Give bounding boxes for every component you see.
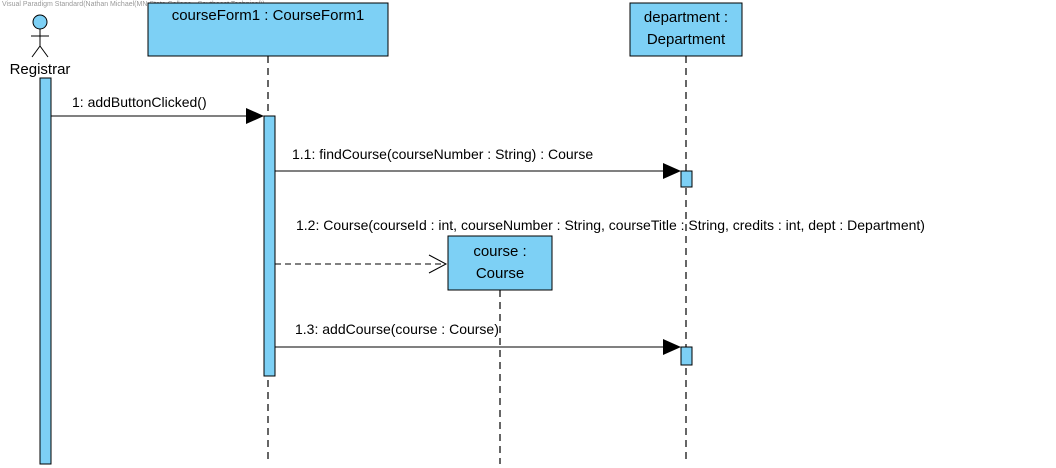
message-label: 1.1: findCourse(courseNumber : String) :… bbox=[292, 146, 593, 162]
message-create-course[interactable]: 1.2: Course(courseId : int, courseNumber… bbox=[275, 217, 925, 274]
message-label: 1.3: addCourse(course : Course) bbox=[295, 321, 499, 337]
message-add-course[interactable]: 1.3: addCourse(course : Course) bbox=[275, 321, 681, 355]
actor-head bbox=[32, 14, 48, 30]
activation-bar-department-1 bbox=[680, 170, 693, 188]
activation-bar-course-form bbox=[263, 115, 276, 377]
lifeline-label-course-2: Course bbox=[476, 265, 524, 282]
watermark: Visual Paradigm Standard(Nathan Michael(… bbox=[2, 1, 265, 8]
actor-activation-bar bbox=[39, 77, 52, 465]
activation-bar-department-2 bbox=[680, 346, 693, 366]
lifeline-head-course bbox=[447, 235, 553, 291]
lifeline-label-course-form: courseForm1 : CourseForm1 bbox=[172, 7, 365, 24]
arrow-head-open-icon bbox=[428, 254, 448, 274]
arrow-head-filled-icon bbox=[246, 108, 264, 124]
lifeline-label-department-1: department : bbox=[644, 9, 728, 26]
actor-right-leg bbox=[39, 45, 49, 58]
message-label: 1: addButtonClicked() bbox=[72, 94, 207, 110]
actor-registrar[interactable]: Registrar bbox=[10, 14, 71, 78]
lifeline-course[interactable]: course : Course bbox=[447, 235, 553, 464]
lifeline-head-department bbox=[629, 2, 743, 57]
lifeline-label-department-2: Department bbox=[647, 31, 726, 48]
actor-label: Registrar bbox=[10, 61, 71, 78]
arrow-head-filled-icon bbox=[663, 339, 681, 355]
lifeline-label-course-1: course : bbox=[473, 243, 526, 260]
lifeline-head-course-form bbox=[147, 2, 389, 57]
arrow-head-filled-icon bbox=[663, 163, 681, 179]
actor-left-leg bbox=[31, 45, 41, 58]
lifeline-department[interactable]: department : Department bbox=[629, 2, 743, 464]
message-add-button-clicked[interactable]: 1: addButtonClicked() bbox=[51, 94, 264, 124]
message-find-course[interactable]: 1.1: findCourse(courseNumber : String) :… bbox=[275, 146, 681, 179]
message-label: 1.2: Course(courseId : int, courseNumber… bbox=[296, 217, 925, 233]
